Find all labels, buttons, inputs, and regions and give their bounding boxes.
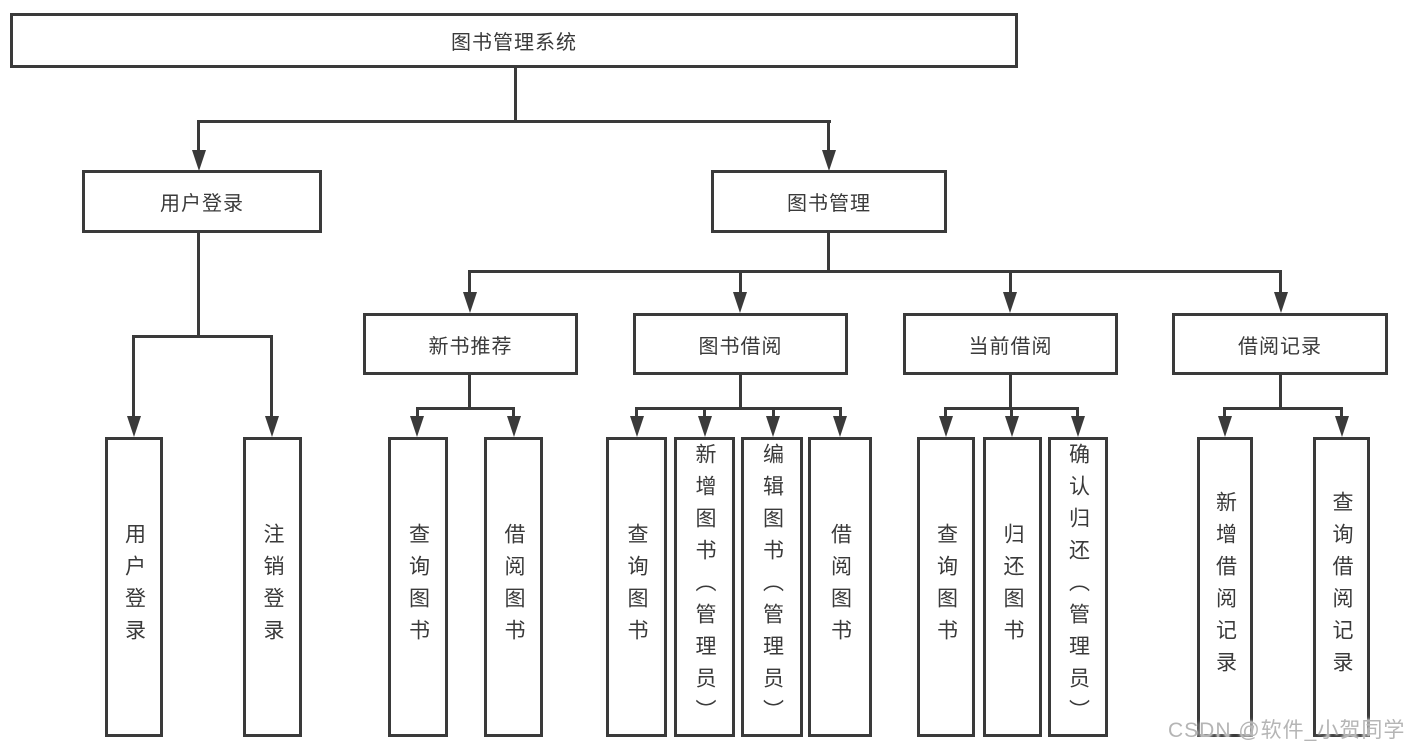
node-label: 图书借阅 [698,335,783,358]
node-new-book-recommend: 新书推荐 [363,313,578,375]
arrow-down-icon [507,416,521,437]
leaf-add-borrow-record: 新增借阅记录 [1197,437,1253,737]
node-label: 借阅记录 [1238,335,1322,358]
node-current-borrowing: 当前借阅 [903,313,1118,375]
leaf-label: 查询借阅记录 [1330,491,1353,683]
node-user-login: 用户登录 [82,170,322,233]
connector-book-mgmt-down [827,233,830,272]
node-label: 图书管理 [787,193,871,215]
leaf-borrow-books-borrow: 借阅图书 [808,437,872,737]
connector-stem [944,407,947,419]
node-book-management: 图书管理 [711,170,947,233]
connector-stem [1279,270,1282,295]
connector-stem [1076,407,1079,419]
connector-stem [1340,407,1343,419]
node-borrowing-records: 借阅记录 [1172,313,1388,375]
connector-stem [772,407,775,419]
leaf-label: 借阅图书 [502,523,525,651]
leaf-label: 借阅图书 [828,523,852,651]
connector-level3-rail [468,270,1282,273]
arrow-down-icon [463,292,477,313]
connector-stem [416,407,419,419]
arrow-down-icon [733,292,747,313]
connector-records-rail [1224,407,1343,410]
leaf-query-books-borrow: 查询图书 [606,437,667,737]
connector-current-down [1009,375,1012,409]
leaf-logout: 注销登录 [243,437,302,737]
leaf-query-books-newrec: 查询图书 [388,437,448,737]
node-label: 用户登录 [160,193,244,215]
leaf-query-books-current: 查询图书 [917,437,975,737]
connector-root-down [514,68,517,122]
leaf-label: 查询图书 [625,523,648,651]
connector-stem [270,335,273,417]
arrow-down-icon [410,416,424,437]
leaf-add-books-admin: 新增图书（管理员） [674,437,735,737]
arrow-down-icon [939,416,953,437]
arrow-down-icon [698,416,712,437]
connector-stem [512,407,515,419]
node-label: 图书管理系统 [451,32,577,54]
node-label: 新书推荐 [428,335,513,358]
connector-stem [468,270,471,295]
arrow-down-icon [822,150,836,171]
connector-stem [1010,407,1013,419]
leaf-label: 归还图书 [1001,523,1024,651]
arrow-down-icon [265,416,279,437]
connector-stem [635,407,638,419]
leaf-confirm-return-admin: 确认归还（管理员） [1048,437,1108,737]
connector-borrow-rail [636,407,842,410]
node-library-management-system: 图书管理系统 [10,13,1018,68]
arrow-down-icon [766,416,780,437]
leaf-query-borrow-record: 查询借阅记录 [1313,437,1370,737]
connector-newrec-down [468,375,471,409]
arrow-down-icon [1071,416,1085,437]
connector-user-login-down [197,233,200,337]
connector-stem [1223,407,1226,419]
arrow-down-icon [1005,416,1019,437]
connector-user-login-rail [133,335,273,338]
connector-stem [739,270,742,295]
leaf-label: 确认归还（管理员） [1066,443,1090,731]
connector-stem [703,407,706,419]
arrow-down-icon [630,416,644,437]
leaf-label: 新增借阅记录 [1213,491,1237,683]
connector-stem [839,407,842,419]
arrow-down-icon [1274,292,1288,313]
leaf-edit-books-admin: 编辑图书（管理员） [741,437,803,737]
leaf-label: 新增图书（管理员） [693,443,716,731]
arrow-down-icon [127,416,141,437]
connector-stem [132,335,135,417]
connector-level2-rail [198,120,831,123]
connector-user-login-stem [197,120,200,154]
connector-borrow-down [739,375,742,409]
arrow-down-icon [1218,416,1232,437]
leaf-user-login: 用户登录 [105,437,163,737]
arrow-down-icon [833,416,847,437]
node-label: 当前借阅 [968,335,1053,358]
connector-records-down [1279,375,1282,409]
connector-stem [1009,270,1012,295]
arrow-down-icon [1003,292,1017,313]
leaf-borrow-books-newrec: 借阅图书 [484,437,543,737]
arrow-down-icon [1335,416,1349,437]
connector-newrec-rail [416,407,515,410]
arrow-down-icon [192,150,206,171]
leaf-label: 查询图书 [406,523,430,651]
leaf-return-books: 归还图书 [983,437,1042,737]
leaf-label: 用户登录 [122,523,146,651]
connector-book-mgmt-stem [827,120,830,154]
leaf-label: 注销登录 [261,523,284,651]
leaf-label: 编辑图书（管理员） [760,443,784,731]
csdn-watermark: CSDN @软件_小贺同学 [1168,719,1405,742]
node-book-borrowing: 图书借阅 [633,313,848,375]
leaf-label: 查询图书 [934,523,958,651]
